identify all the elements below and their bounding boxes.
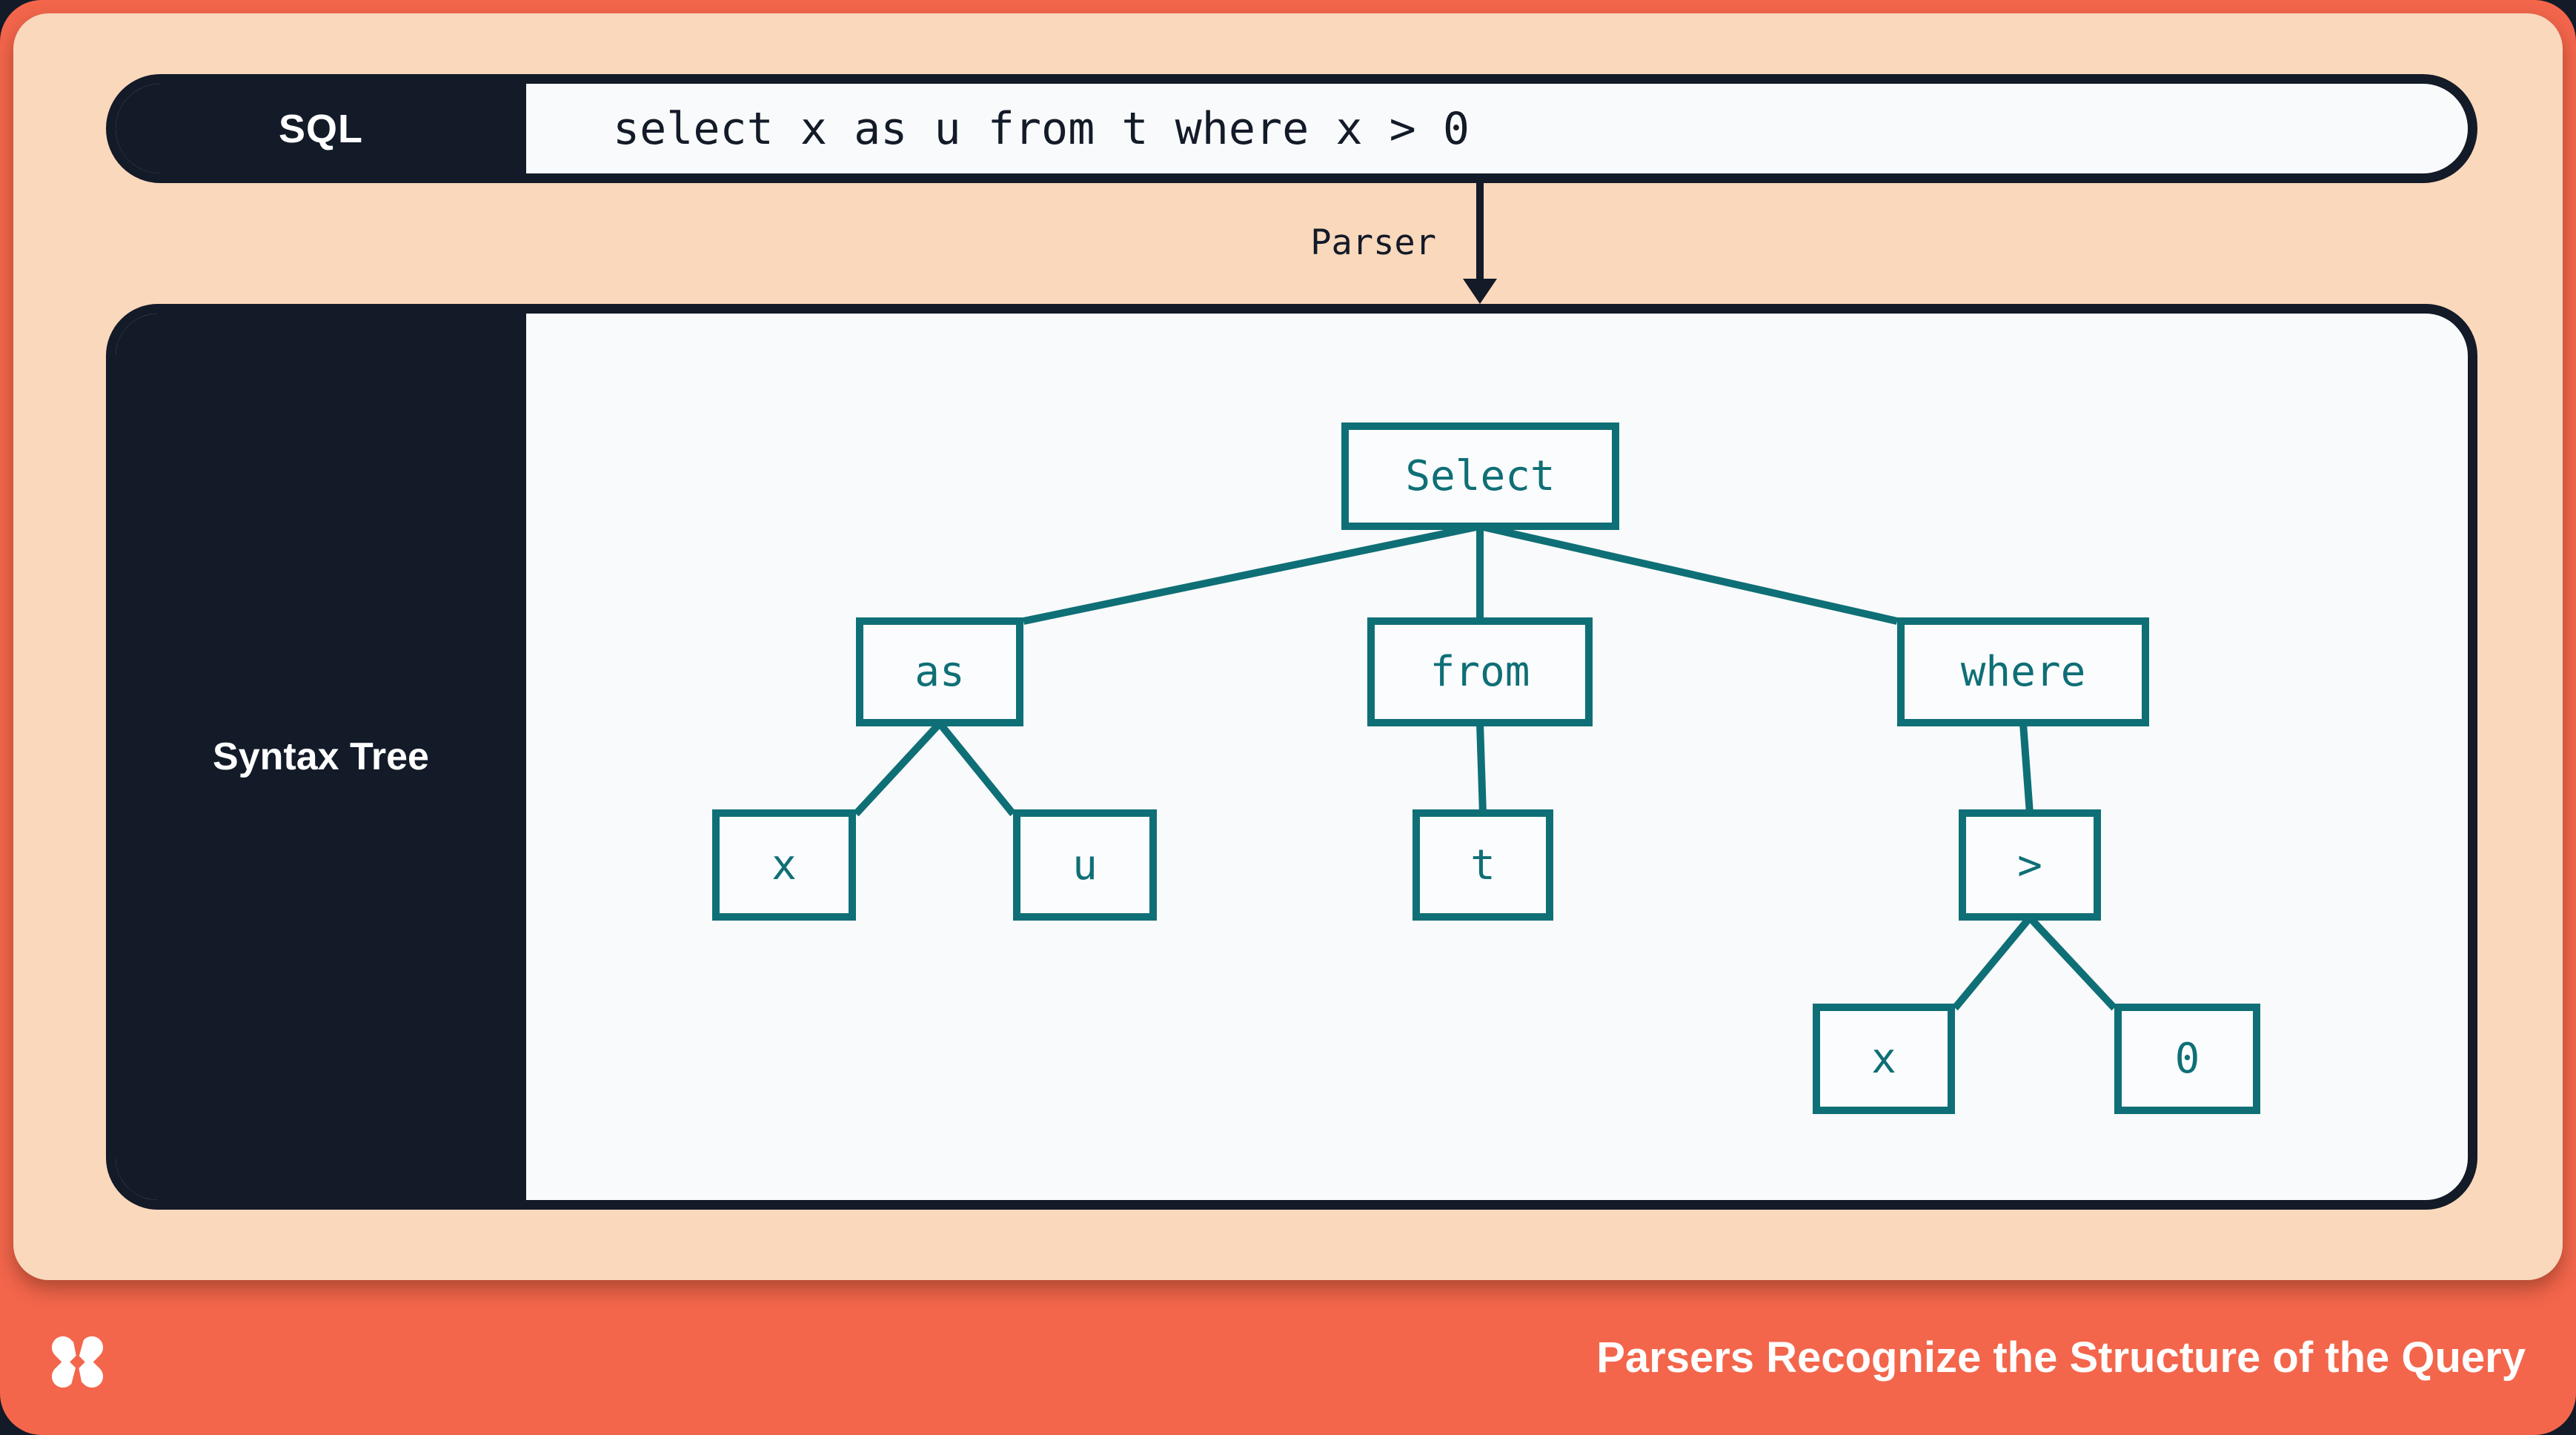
tree-edges [853, 523, 2117, 1011]
node-label: where [1960, 648, 2086, 696]
parser-arrow-line [1476, 183, 1484, 282]
node-label: u [1072, 841, 1098, 889]
node-label: as [914, 648, 965, 696]
syntax-tree-badge: Syntax Tree [116, 314, 526, 1200]
sql-bar: SQL select x as u from t where x > 0 [106, 74, 2477, 183]
syntax-tree-panel: Syntax Tree Select a [106, 304, 2477, 1210]
tree-node-where: where [1897, 617, 2149, 726]
tree-node-from: from [1367, 617, 1593, 726]
sql-query-field: select x as u from t where x > 0 [526, 84, 2468, 173]
tree-node-as: as [856, 617, 1023, 726]
sql-label: SQL [278, 106, 363, 151]
sql-label-badge: SQL [116, 84, 526, 173]
tree-node-x-alias: x [712, 809, 856, 921]
node-label: 0 [2174, 1035, 2200, 1083]
tree-node-gt: > [1959, 809, 2101, 921]
tree-node-u: u [1013, 809, 1157, 921]
node-label: x [771, 841, 797, 889]
tree-node-t: t [1413, 809, 1553, 921]
tree-node-x-cond: x [1813, 1004, 1955, 1114]
syntax-tree-label: Syntax Tree [213, 735, 429, 778]
node-label: t [1470, 841, 1496, 889]
sql-query-text: select x as u from t where x > 0 [613, 102, 1470, 155]
footer-title: Parsers Recognize the Structure of the Q… [1596, 1333, 2526, 1382]
tree-canvas: Select as from where x u t > [116, 314, 2468, 1200]
parser-label: Parser [1310, 222, 1436, 263]
down-arrow-icon [1463, 279, 1497, 304]
node-label: > [2017, 841, 2042, 889]
tree-node-select: Select [1341, 422, 1619, 530]
tree-node-zero: 0 [2114, 1004, 2260, 1114]
node-label: x [1871, 1035, 1896, 1083]
node-label: from [1430, 648, 1530, 696]
node-label: Select [1405, 452, 1556, 500]
dolt-star-icon [51, 1329, 104, 1394]
